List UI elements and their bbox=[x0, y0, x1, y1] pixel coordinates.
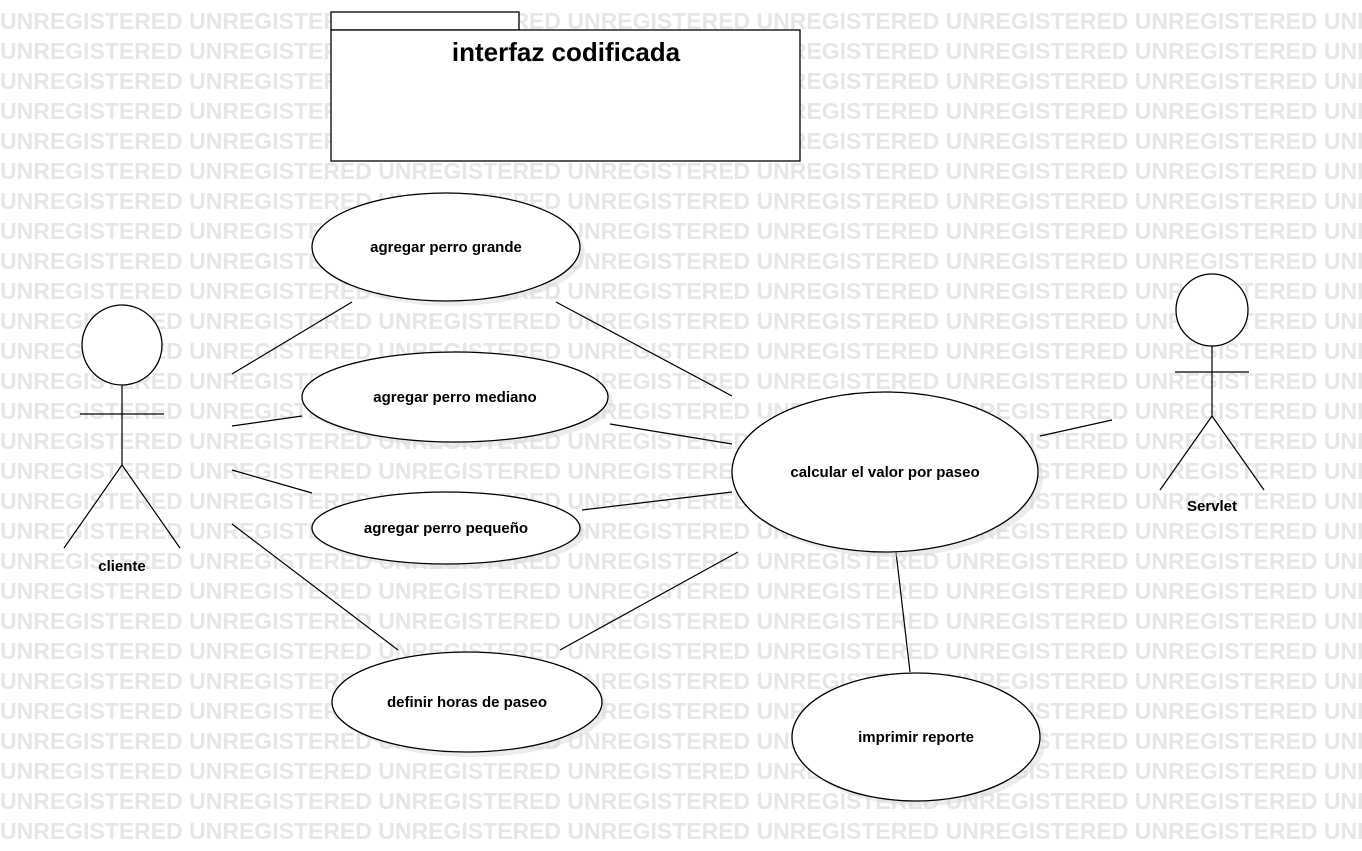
use-case-definir-horas-de-paseo[interactable]: definir horas de paseo bbox=[331, 651, 607, 757]
use-case-agregar-perro-grande[interactable]: agregar perro grande bbox=[311, 192, 585, 306]
assoc-calcular-imprimir bbox=[895, 551, 911, 673]
package-title: interfaz codificada bbox=[452, 37, 681, 67]
assoc-pequeno-calcular bbox=[581, 491, 733, 511]
assoc-horas-calcular bbox=[559, 551, 739, 651]
use-case-label: calcular el valor por paseo bbox=[790, 464, 979, 481]
assoc-grande-calcular bbox=[555, 301, 733, 397]
assoc-cliente-pequeno bbox=[231, 469, 313, 494]
assoc-mediano-calcular bbox=[609, 423, 733, 445]
assoc-cliente-horas bbox=[231, 523, 399, 651]
actor-right-leg bbox=[1211, 415, 1265, 491]
use-case-label: agregar perro grande bbox=[370, 239, 522, 256]
package-interfaz-codificada[interactable]: interfaz codificada bbox=[330, 11, 801, 162]
actor-servlet[interactable]: Servlet bbox=[1159, 273, 1265, 515]
use-case-label: agregar perro mediano bbox=[373, 389, 536, 406]
actor-right-leg bbox=[121, 464, 181, 549]
actor-left-leg bbox=[1159, 415, 1213, 491]
actor-label: cliente bbox=[98, 558, 146, 575]
package-tab bbox=[330, 11, 520, 31]
use-case-calcular-el-valor-por-paseo[interactable]: calcular el valor por paseo bbox=[731, 391, 1043, 557]
use-case-agregar-perro-mediano[interactable]: agregar perro mediano bbox=[301, 351, 613, 447]
actor-cliente[interactable]: cliente bbox=[63, 304, 181, 575]
actor-label: Servlet bbox=[1187, 498, 1237, 515]
package-body bbox=[330, 29, 801, 162]
use-case-agregar-perro-pequeno[interactable]: agregar perro pequeño bbox=[311, 491, 585, 569]
actor-head bbox=[1175, 273, 1249, 347]
use-case-label: agregar perro pequeño bbox=[364, 520, 528, 537]
assoc-cliente-grande bbox=[231, 301, 353, 375]
associations bbox=[231, 301, 1113, 673]
actor-left-leg bbox=[63, 464, 123, 549]
use-case-imprimir-reporte[interactable]: imprimir reporte bbox=[791, 672, 1045, 806]
use-case-label: imprimir reporte bbox=[858, 729, 974, 746]
assoc-cliente-mediano bbox=[231, 415, 303, 427]
actor-head bbox=[81, 304, 163, 386]
use-case-label: definir horas de paseo bbox=[387, 694, 547, 711]
assoc-calcular-servlet bbox=[1039, 419, 1113, 437]
